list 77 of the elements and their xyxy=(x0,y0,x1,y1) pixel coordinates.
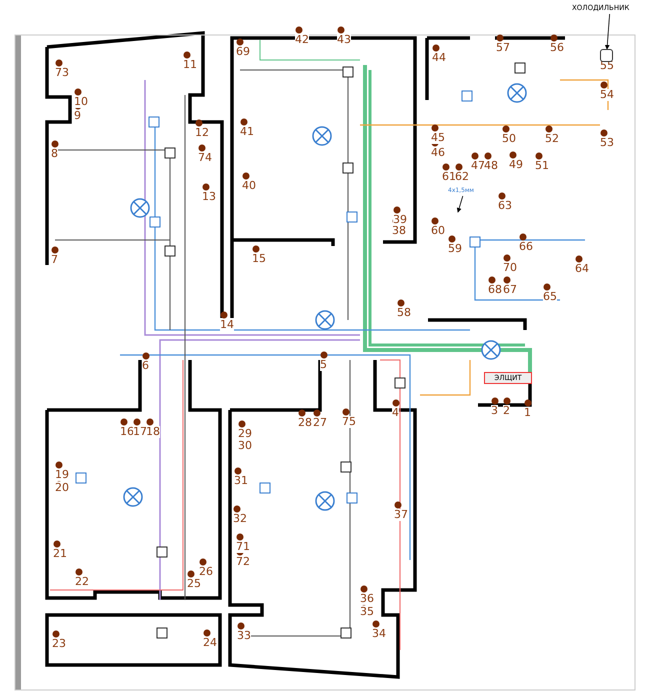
callout-number: 63 xyxy=(498,200,512,212)
callout-number: 44 xyxy=(432,52,446,64)
callout-number: 59 xyxy=(448,243,462,255)
callout-number: 33 xyxy=(237,630,251,642)
callout-number: 15 xyxy=(252,253,266,265)
callout-number: 10 xyxy=(74,96,88,108)
callout-number: 70 xyxy=(503,262,517,274)
callout-number: 7 xyxy=(51,254,58,266)
callout-number: 53 xyxy=(600,137,614,149)
callout-number: 9 xyxy=(74,110,81,122)
callout-number: 69 xyxy=(236,46,250,58)
callout-number: 27 xyxy=(313,417,327,429)
socket-outlet xyxy=(600,49,613,62)
callout-number: 4 xyxy=(392,407,399,419)
callout-number: 16 xyxy=(120,426,134,438)
leader-line xyxy=(456,196,464,213)
callout-number: 64 xyxy=(575,263,589,275)
callout-number: 8 xyxy=(51,148,58,160)
callout-number: 48 xyxy=(484,160,498,172)
callout-number: 62 xyxy=(455,171,469,183)
callout-number: 32 xyxy=(233,513,247,525)
callout-number: 57 xyxy=(496,42,510,54)
callout-number: 47 xyxy=(471,160,485,172)
callout-number: 25 xyxy=(187,578,201,590)
callout-number: 17 xyxy=(133,426,147,438)
callout-number: 30 xyxy=(238,440,252,452)
callout-number: 29 xyxy=(238,428,252,440)
callout-number: 2 xyxy=(503,405,510,417)
callout-number: 71 xyxy=(236,541,250,553)
callout-number: 13 xyxy=(202,191,216,203)
callout-number: 14 xyxy=(220,319,234,331)
callout-number: 60 xyxy=(431,225,445,237)
callout-number: 65 xyxy=(543,291,557,303)
callout-number: 50 xyxy=(502,133,516,145)
callout-number: 22 xyxy=(75,576,89,588)
leader-line xyxy=(604,14,610,50)
callout-number: 23 xyxy=(52,638,66,650)
callout-number: 31 xyxy=(234,475,248,487)
callout-number: 42 xyxy=(295,34,309,46)
callout-number: 49 xyxy=(509,159,523,171)
callout-number: 1 xyxy=(524,407,531,419)
callout-number: 41 xyxy=(240,126,254,138)
callout-number: 58 xyxy=(397,307,411,319)
callout-number: 36 xyxy=(360,593,374,605)
callout-number: 75 xyxy=(342,416,356,428)
callout-number: 19 xyxy=(55,469,69,481)
callout-number: 38 xyxy=(392,225,406,237)
callout-number: 46 xyxy=(431,147,445,159)
callout-number: 11 xyxy=(183,59,197,71)
callout-number: 43 xyxy=(337,34,351,46)
callout-number: 56 xyxy=(550,42,564,54)
callout-number: 24 xyxy=(203,637,217,649)
callout-number: 37 xyxy=(394,509,408,521)
callout-number: 26 xyxy=(199,566,213,578)
callout-number: 72 xyxy=(236,556,250,568)
callout-number: 66 xyxy=(519,241,533,253)
callout-number: 61 xyxy=(442,171,456,183)
callout-number: 68 xyxy=(488,284,502,296)
callout-number: 35 xyxy=(360,606,374,618)
callout-number: 51 xyxy=(535,160,549,172)
callout-number: 39 xyxy=(393,214,407,226)
callout-number: 52 xyxy=(545,133,559,145)
callout-number: 6 xyxy=(142,360,149,372)
callout-number: 73 xyxy=(55,67,69,79)
callout-number: 21 xyxy=(53,548,67,560)
callout-number: 54 xyxy=(600,89,614,101)
callout-number: 34 xyxy=(372,628,386,640)
callout-number: 3 xyxy=(491,405,498,417)
callout-number: 18 xyxy=(146,426,160,438)
callout-number: 40 xyxy=(242,180,256,192)
callout-number: 74 xyxy=(198,152,212,164)
callout-number: 45 xyxy=(431,132,445,144)
callout-number: 67 xyxy=(503,284,517,296)
callout-number: 5 xyxy=(320,359,327,371)
callout-number: 12 xyxy=(195,127,209,139)
callout-number: 20 xyxy=(55,482,69,494)
callout-number: 28 xyxy=(298,417,312,429)
